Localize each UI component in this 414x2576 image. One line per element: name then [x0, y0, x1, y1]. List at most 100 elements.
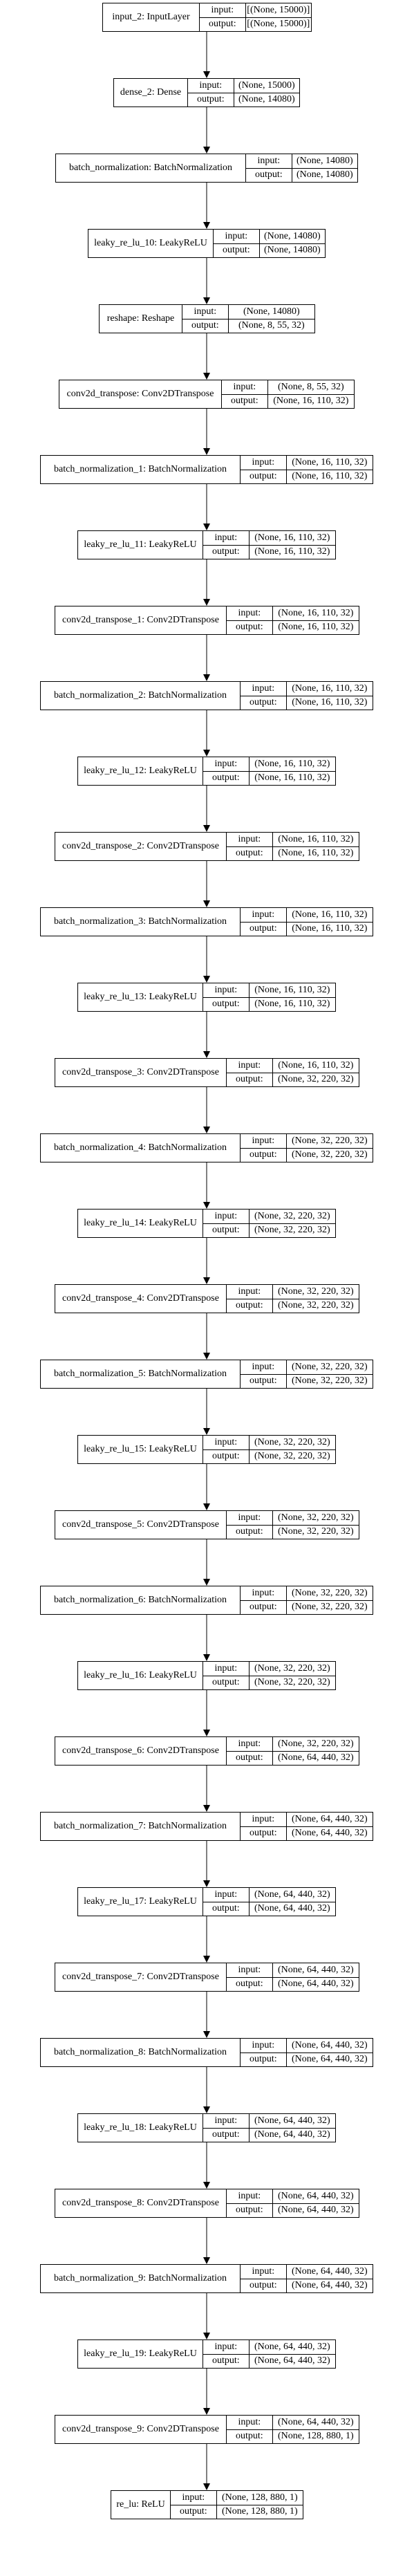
output-shape: (None, 32, 220, 32): [254, 1451, 330, 1462]
layer-name: leaky_re_lu_19: LeakyReLU: [78, 2340, 203, 2368]
output-label: output:: [203, 545, 250, 559]
output-shape: (None, 32, 220, 32): [254, 1677, 330, 1688]
layer-name: conv2d_transpose_9: Conv2DTranspose: [55, 2416, 227, 2443]
layer-name: leaky_re_lu_15: LeakyReLU: [78, 1436, 203, 1463]
output-shape: (None, 32, 220, 32): [254, 1225, 330, 1236]
input-row: input:(None, 14080): [246, 154, 357, 168]
input-shape: (None, 64, 440, 32): [292, 2039, 368, 2050]
input-label: input:: [203, 1436, 250, 1449]
output-label: output:: [203, 1223, 250, 1237]
input-label: input:: [203, 983, 250, 997]
output-row: output: (None, 64, 440, 32): [241, 2052, 373, 2066]
layer-name: conv2d_transpose_8: Conv2DTranspose: [55, 2189, 227, 2217]
input-shape: (None, 64, 440, 32): [254, 1889, 330, 1900]
input-row: input:(None, 64, 440, 32): [203, 2340, 335, 2354]
input-label: input:: [203, 1888, 250, 1902]
output-shape: (None, 14080): [263, 245, 321, 256]
input-row: input:(None, 32, 220, 32): [241, 1360, 373, 1374]
output-shape: (None, 16, 110, 32): [292, 923, 368, 934]
input-label: input:: [241, 2039, 287, 2053]
output-label: output:: [203, 771, 250, 785]
output-row: output:(None, 128, 880, 1): [227, 2429, 359, 2443]
input-label: input:: [203, 531, 250, 545]
input-label: input:: [227, 1511, 273, 1525]
output-label: output:: [188, 93, 234, 106]
output-label: output:: [241, 1148, 287, 1162]
input-row: input:(None, 16, 110, 32): [241, 456, 373, 470]
output-row: output:(None, 32, 220, 32): [203, 1675, 335, 1689]
output-label: output:: [227, 2203, 273, 2217]
output-row: output:(None, 14080): [214, 243, 325, 257]
input-label: input:: [241, 2265, 287, 2279]
output-row: output:(None, 16, 110, 32): [227, 846, 359, 860]
input-row: input:(None, 64, 440, 32): [227, 1963, 359, 1977]
input-label: input:: [222, 380, 268, 394]
input-row: input:(None, 14080): [182, 305, 314, 319]
output-shape: (None, 128, 880, 1): [278, 2431, 354, 2442]
input-shape: (None, 16, 110, 32): [278, 1059, 354, 1071]
output-row: output:(None, 32, 220, 32): [227, 1298, 359, 1313]
input-row: input:(None, 32, 220, 32): [227, 1285, 359, 1299]
layer-name: batch_normalization_8: BatchNormalizatio…: [41, 2039, 241, 2066]
input-shape: (None, 64, 440, 32): [278, 1964, 354, 1975]
output-shape: (None, 16, 110, 32): [292, 697, 368, 708]
input-shape: (None, 8, 55, 32): [278, 381, 344, 392]
layer-name: leaky_re_lu_14: LeakyReLU: [78, 1210, 203, 1237]
output-row: output:(None, 32, 220, 32): [241, 1147, 373, 1162]
layer-name: batch_normalization_2: BatchNormalizatio…: [41, 682, 241, 710]
output-label: output:: [241, 1600, 287, 1614]
output-label: output:: [241, 1826, 287, 1840]
output-label: output:: [203, 1902, 250, 1916]
input-row: input:(None, 64, 440, 32): [241, 1813, 373, 1826]
output-shape: (None, 64, 440, 32): [254, 1903, 330, 1914]
output-row: output:(None, 14080): [246, 167, 357, 182]
output-row: output:(None, 16, 110, 32): [203, 770, 335, 785]
output-shape: (None, 14080): [238, 94, 295, 105]
input-shape: (None, 32, 220, 32): [292, 1361, 368, 1372]
input-label: input:: [227, 1737, 273, 1751]
output-shape: (None, 64, 440, 32): [278, 1752, 354, 1763]
input-shape: (None, 32, 220, 32): [278, 1286, 354, 1297]
output-label: output:: [203, 1449, 250, 1463]
output-row: output:(None, 16, 110, 32): [241, 469, 373, 483]
output-shape: (None, 64, 440, 32): [292, 2054, 368, 2065]
output-row: output:(None, 32, 220, 32): [227, 1072, 359, 1086]
output-label: output:: [241, 696, 287, 710]
input-shape: [(None, 15000)]: [247, 4, 310, 15]
input-row: input:(None, 32, 220, 32): [241, 1586, 373, 1600]
input-row: input:(None, 14080): [214, 230, 325, 243]
input-shape: (None, 64, 440, 32): [254, 2115, 330, 2126]
layer-name: conv2d_transpose: Conv2DTranspose: [59, 380, 222, 408]
output-label: output:: [222, 394, 268, 408]
layer-node: batch_normalization_8: BatchNormalizatio…: [40, 2038, 373, 2067]
layer-name: batch_normalization_1: BatchNormalizatio…: [41, 456, 241, 483]
output-row: output:(None, 16, 110, 32): [203, 997, 335, 1011]
output-label: output:: [241, 2053, 287, 2066]
layer-name: conv2d_transpose_5: Conv2DTranspose: [55, 1511, 227, 1539]
layer-name: dense_2: Dense: [114, 79, 188, 106]
input-row: input:(None, 16, 110, 32): [203, 983, 335, 997]
input-label: input:: [214, 230, 260, 243]
output-label: output:: [246, 168, 292, 182]
layer-name: batch_normalization_3: BatchNormalizatio…: [41, 908, 241, 936]
output-row: output:(None, 64, 440, 32): [203, 2353, 335, 2368]
output-row: output:(None, 64, 440, 32): [241, 1826, 373, 1840]
layer-name: batch_normalization_5: BatchNormalizatio…: [41, 1360, 241, 1388]
input-row: input:(None, 64, 440, 32): [227, 2189, 359, 2203]
layer-node: batch_normalization_5: BatchNormalizatio…: [40, 1360, 373, 1389]
output-label: output:: [171, 2505, 217, 2519]
output-row: output: (None, 14080): [188, 92, 299, 106]
output-label: output:: [227, 846, 273, 860]
